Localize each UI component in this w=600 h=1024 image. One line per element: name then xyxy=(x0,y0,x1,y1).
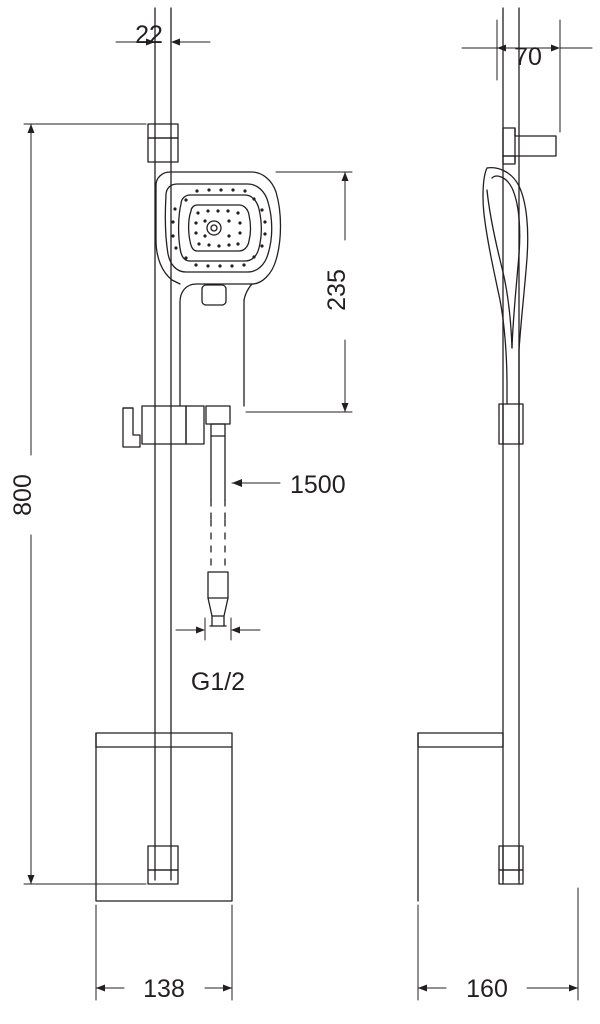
front-slider-block xyxy=(141,405,205,445)
side-slider-block xyxy=(498,403,524,445)
dimension-label-22: 22 xyxy=(135,21,163,49)
dimension-label-138: 138 xyxy=(143,975,185,1003)
dimension-label-235: 235 xyxy=(323,269,351,311)
dimension-label-1500: 1500 xyxy=(290,471,346,499)
side-view xyxy=(417,7,557,902)
dimension-label-160: 160 xyxy=(466,975,508,1003)
dimension-label-800: 800 xyxy=(9,474,37,516)
dimension-lines xyxy=(23,13,593,1001)
front-shelf xyxy=(95,732,233,902)
side-shelf xyxy=(417,732,504,902)
front-hose xyxy=(207,435,229,627)
side-top-bracket xyxy=(502,127,557,165)
front-top-bracket xyxy=(147,123,179,163)
side-handset xyxy=(482,166,529,405)
dimension-label-g12: G1/2 xyxy=(191,668,245,696)
side-bottom-bracket xyxy=(498,845,524,885)
front-view xyxy=(95,7,282,902)
front-handset xyxy=(155,171,282,437)
spray-nozzle-dots xyxy=(171,188,267,268)
dimension-label-70: 70 xyxy=(514,43,542,71)
front-handset-holder xyxy=(122,407,141,448)
front-bottom-bracket xyxy=(147,845,179,885)
